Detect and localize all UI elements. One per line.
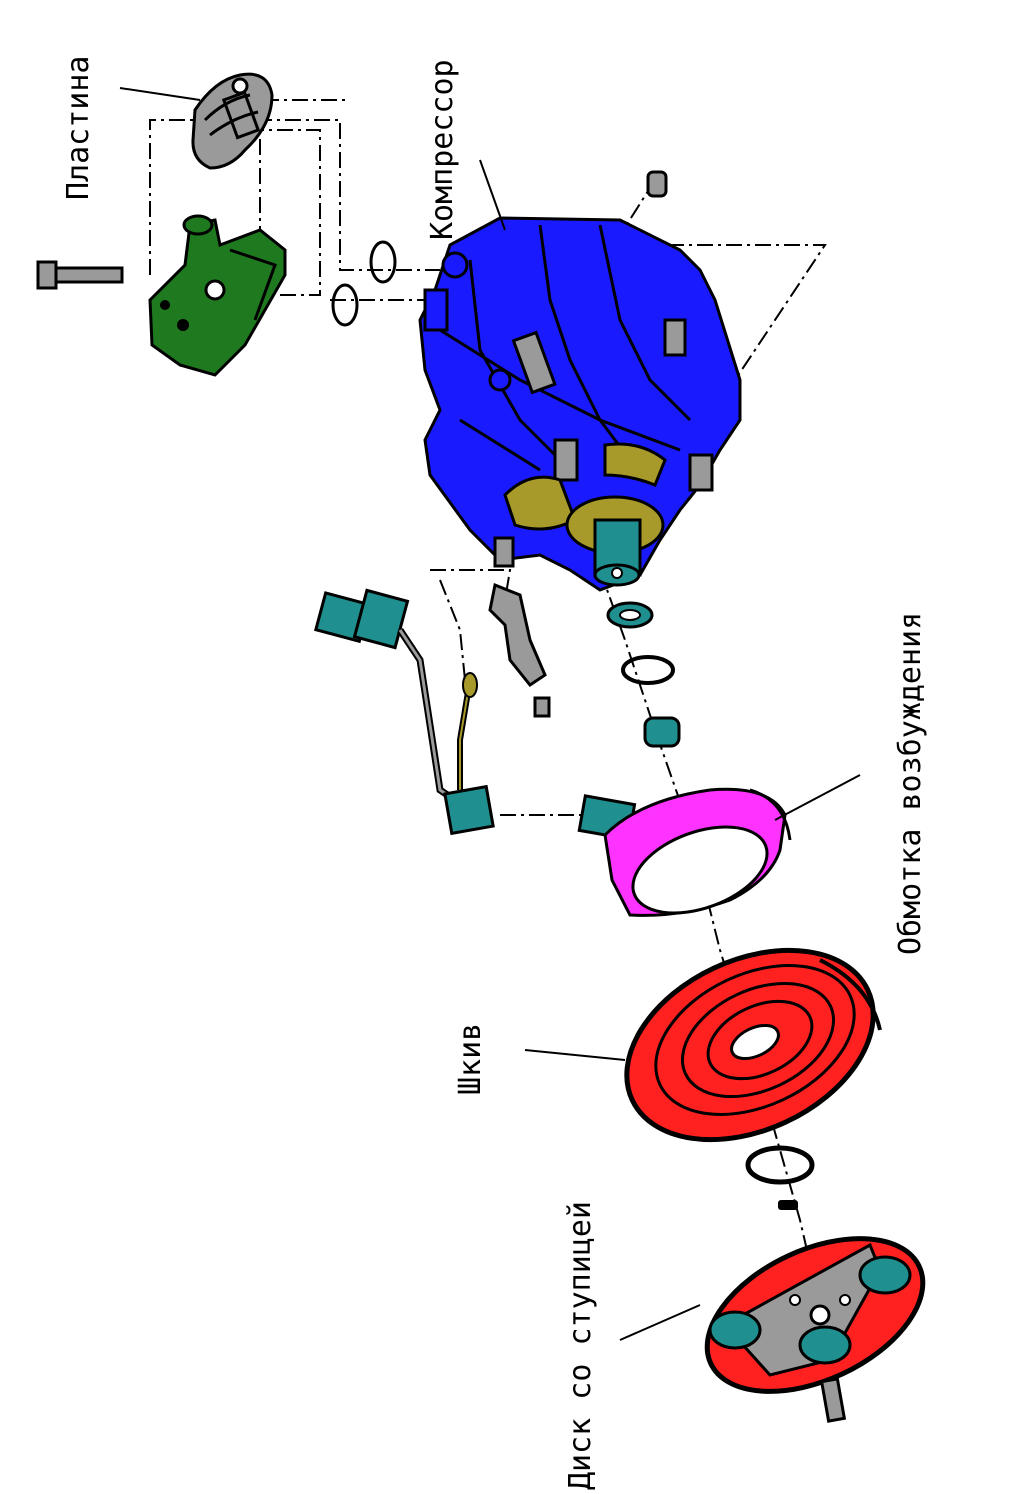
compressor-body [418,170,742,592]
label-pulley: Шкив [453,1023,488,1095]
o-rings [331,240,397,327]
plate-part [191,72,274,170]
label-compressor: Компрессор [425,59,460,240]
shaft-shims [606,601,681,748]
leader-lines [119,87,861,1341]
hub-disc-part [704,1236,926,1423]
manifold-part [36,214,287,377]
field-coil-part [603,787,792,917]
pulley-part [624,947,882,1143]
wiring-connectors [313,582,637,841]
label-field-coil: Обмотка возбуждения [893,612,928,955]
label-plate: Пластина [61,56,96,201]
label-hub-disc: Диск со ступицей [563,1201,598,1490]
snap-ring-and-key [745,1145,815,1210]
